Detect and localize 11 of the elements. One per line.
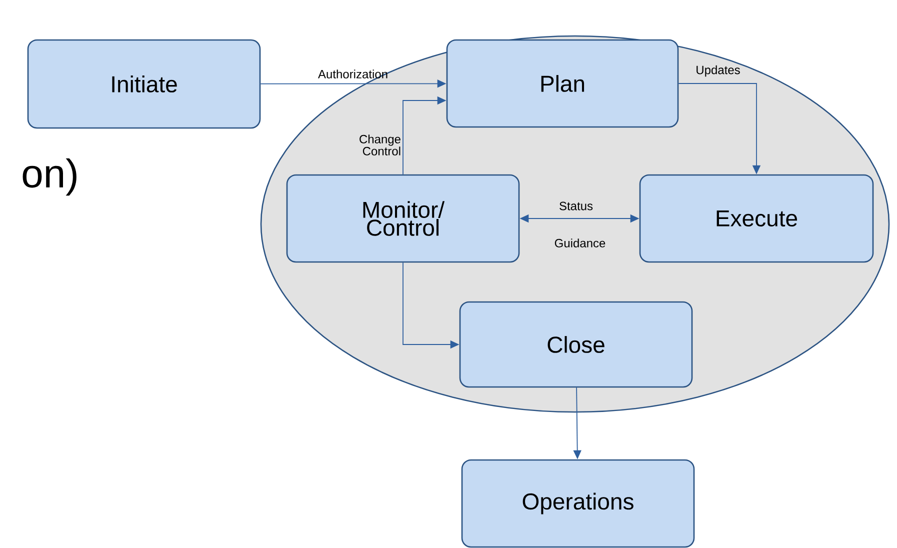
process-box: Initiate: [27, 39, 261, 129]
process-box: Plan: [446, 39, 679, 128]
edge-label: Change Control: [360, 134, 400, 156]
process-box: Execute: [639, 174, 874, 263]
edge-label: Authorization: [318, 70, 388, 78]
process-box: Monitor/ Control: [286, 174, 520, 263]
process-box: Close: [459, 301, 693, 388]
edge-label: Status: [560, 202, 593, 210]
edge-label: Updates: [696, 65, 740, 77]
process-box: Operations: [461, 459, 695, 548]
arrow-caption: Guidance: [554, 238, 606, 248]
